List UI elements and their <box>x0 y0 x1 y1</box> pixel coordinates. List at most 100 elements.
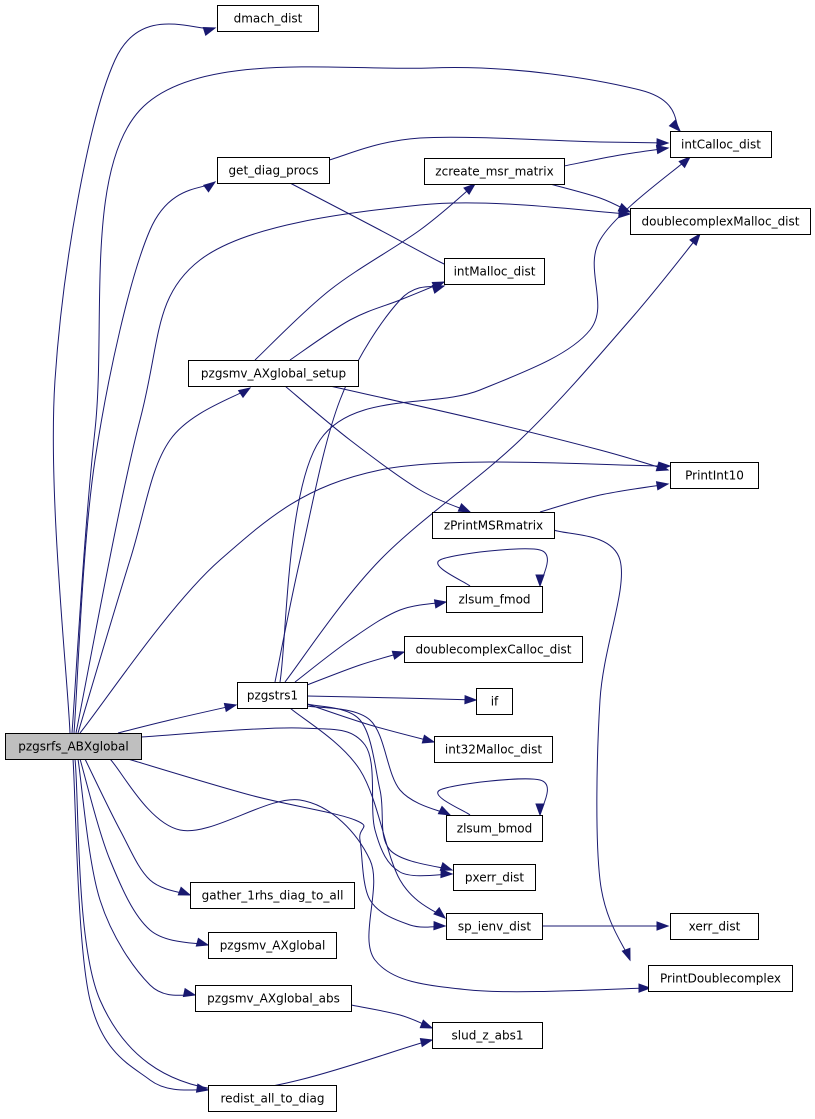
node-box <box>444 258 545 285</box>
node-pzgstrs1[interactable]: pzgstrs1 <box>237 682 308 709</box>
arrowhead-zlsum_bmod <box>535 803 545 817</box>
node-pzgsrfs_ABXglobal[interactable]: pzgsrfs_ABXglobal <box>5 733 142 760</box>
edge-pzgsrfs_ABXglobal-to-pzgstrs1 <box>117 704 237 734</box>
node-label: redist_all_to_diag <box>221 1092 325 1106</box>
arrowhead-pzgstrs1 <box>223 702 238 713</box>
node-doublecomplexMalloc_dist[interactable]: doublecomplexMalloc_dist <box>630 208 811 235</box>
arrowhead-sp_ienv_dist <box>433 906 447 919</box>
node-label: zcreate_msr_matrix <box>435 165 553 179</box>
arrowhead-pzgsmv_AXglobal <box>195 937 210 947</box>
node-box <box>5 733 142 760</box>
node-xerr_dist[interactable]: xerr_dist <box>670 913 759 940</box>
node-box <box>670 913 759 940</box>
node-int32Malloc_dist[interactable]: int32Malloc_dist <box>434 736 553 763</box>
edge-pzgsrfs_ABXglobal-to-PrintDoublecomplex <box>109 758 651 993</box>
arrowhead-get_diag_procs <box>202 181 217 193</box>
edge-pzgstrs1-to-zlsum_fmod <box>294 601 447 683</box>
edge-pzgsmv_AXglobal_setup-to-intMalloc_dist <box>289 281 445 361</box>
node-get_diag_procs[interactable]: get_diag_procs <box>217 157 330 184</box>
node-box <box>446 586 543 613</box>
arrowhead-zlsum_fmod <box>535 574 545 588</box>
edge-pzgsrfs_ABXglobal-to-doublecomplexMalloc_dist <box>75 202 631 734</box>
arrowhead-slud_z_abs1 <box>419 1038 434 1048</box>
node-box <box>434 736 553 763</box>
edge-pzgsrfs_ABXglobal-to-pzgsmv_AXglobal_setup <box>77 387 251 734</box>
node-box <box>453 864 536 891</box>
node-label: pzgsmv_AXglobal_abs <box>207 992 340 1006</box>
arrowhead-pxerr_dist <box>440 868 454 879</box>
arrowhead-PrintInt10 <box>655 462 670 472</box>
node-PrintInt10[interactable]: PrintInt10 <box>670 462 759 489</box>
node-intCalloc_dist[interactable]: intCalloc_dist <box>670 131 772 158</box>
edge-pzgstrs1-to-int32Malloc_dist <box>306 703 435 743</box>
node-label: gather_1rhs_diag_to_all <box>202 889 344 903</box>
edge-pzgsrfs_ABXglobal-to-gather_1rhs_diag_to_all <box>84 758 191 896</box>
node-box <box>670 462 759 489</box>
node-label: doublecomplexCalloc_dist <box>416 643 572 657</box>
node-box <box>648 965 793 992</box>
node-pxerr_dist[interactable]: pxerr_dist <box>453 864 536 891</box>
edge-pzgsmv_AXglobal_setup-to-zcreate_msr_matrix <box>254 183 476 361</box>
node-box <box>446 913 543 940</box>
arrowhead-xerr_dist <box>656 921 670 931</box>
node-PrintDoublecomplex[interactable]: PrintDoublecomplex <box>648 965 793 992</box>
node-box <box>404 636 583 663</box>
node-intMalloc_dist[interactable]: intMalloc_dist <box>444 258 545 285</box>
node-label: pzgstrs1 <box>247 689 298 703</box>
node-zPrintMSRmatrix[interactable]: zPrintMSRmatrix <box>432 512 555 539</box>
node-label: pxerr_dist <box>465 871 525 885</box>
arrowhead-zcreate_msr_matrix <box>463 183 477 195</box>
edge-pzgsmv_AXglobal_setup-to-PrintInt10 <box>329 385 669 471</box>
node-label: zlsum_bmod <box>457 822 532 836</box>
node-gather_1rhs_diag_to_all[interactable]: gather_1rhs_diag_to_all <box>190 882 355 909</box>
arrowhead-intMalloc_dist <box>431 284 446 294</box>
edge-pzgstrs1-to-doublecomplexMalloc_dist <box>284 233 701 683</box>
node-sp_ienv_dist[interactable]: sp_ienv_dist <box>446 913 543 940</box>
node-slud_z_abs1[interactable]: slud_z_abs1 <box>432 1022 543 1049</box>
node-box <box>446 815 543 842</box>
node-redist_all_to_diag[interactable]: redist_all_to_diag <box>208 1085 337 1112</box>
node-box <box>208 1085 337 1112</box>
node-dmach_dist[interactable]: dmach_dist <box>217 5 319 32</box>
arrowhead-pzgsmv_AXglobal_abs <box>182 987 197 998</box>
nodes-layer: pzgsrfs_ABXglobal dmach_dist get_diag_proc… <box>5 5 811 1112</box>
node-label: doublecomplexMalloc_dist <box>642 215 800 229</box>
node-label: pzgsmv_AXglobal_setup <box>201 367 346 381</box>
node-label: pzgsrfs_ABXglobal <box>18 740 128 754</box>
node-pzgsmv_AXglobal_setup[interactable]: pzgsmv_AXglobal_setup <box>188 360 359 387</box>
edge-pzgstrs1-to-zlsum_bmod <box>306 705 451 816</box>
node-label: if <box>491 695 499 709</box>
arrowhead-zPrintMSRmatrix <box>457 503 472 513</box>
node-box <box>670 131 772 158</box>
node-label: zPrintMSRmatrix <box>444 519 543 533</box>
node-box <box>195 985 352 1012</box>
arrowhead-pzgsmv_AXglobal_setup <box>237 387 252 399</box>
edge-pzgstrs1-to-if <box>306 695 477 701</box>
arrowhead-intCalloc_dist <box>656 138 670 148</box>
edge-pzgsrfs_ABXglobal-to-intCalloc_dist <box>71 66 681 734</box>
node-pzgsmv_AXglobal_abs[interactable]: pzgsmv_AXglobal_abs <box>195 985 352 1012</box>
edge-pzgsrfs_ABXglobal-to-PrintInt10 <box>79 461 671 734</box>
arrowhead-slud_z_abs1 <box>419 1019 434 1029</box>
node-box <box>208 932 337 959</box>
arrowhead-zlsum_bmod <box>437 805 452 816</box>
node-if[interactable]: if <box>476 688 513 715</box>
edge-pzgsrfs_ABXglobal-to-get_diag_procs <box>73 181 216 734</box>
arrowhead-pxerr_dist <box>439 861 454 871</box>
node-zcreate_msr_matrix[interactable]: zcreate_msr_matrix <box>424 158 565 185</box>
edge-zPrintMSRmatrix-to-PrintInt10 <box>539 483 669 513</box>
edge-pzgstrs1-to-intMalloc_dist <box>274 285 445 683</box>
node-box <box>217 157 330 184</box>
node-zlsum_bmod[interactable]: zlsum_bmod <box>446 815 543 842</box>
node-box <box>432 1022 543 1049</box>
node-pzgsmv_AXglobal[interactable]: pzgsmv_AXglobal <box>208 932 337 959</box>
node-box <box>217 5 319 32</box>
node-label: intMalloc_dist <box>454 265 536 279</box>
node-label: slud_z_abs1 <box>452 1029 524 1043</box>
node-zlsum_fmod[interactable]: zlsum_fmod <box>446 586 543 613</box>
arrowhead-zlsum_fmod <box>433 599 448 609</box>
node-label: intCalloc_dist <box>681 138 761 152</box>
node-doublecomplexCalloc_dist[interactable]: doublecomplexCalloc_dist <box>404 636 583 663</box>
node-label: sp_ienv_dist <box>458 920 531 934</box>
